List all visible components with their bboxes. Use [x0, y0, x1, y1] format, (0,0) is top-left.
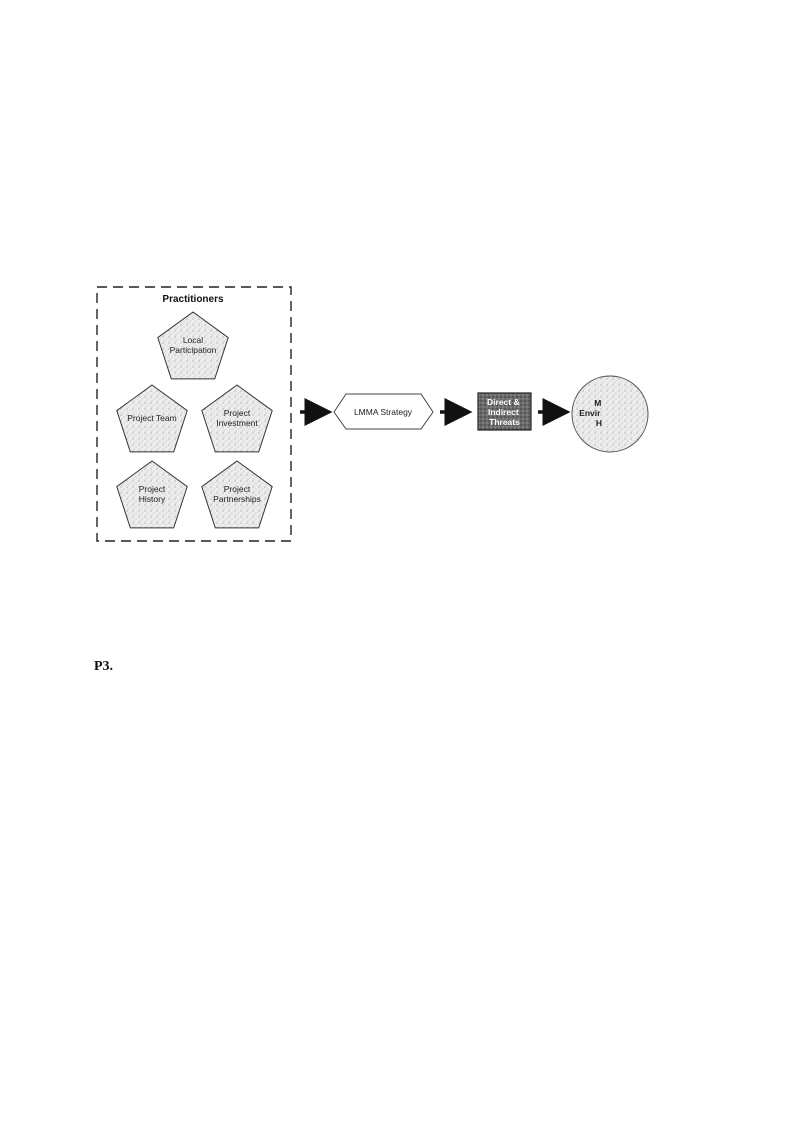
practitioners-group-box	[96, 286, 292, 542]
project-investment-pentagon	[201, 384, 273, 453]
project-team-pentagon	[116, 384, 188, 453]
lmma-strategy-node	[333, 393, 434, 430]
outcome-label: M Envir H	[579, 398, 604, 428]
threats-label: Direct & Indirect Threats	[487, 397, 522, 427]
lmma-strategy-label: LMMA Strategy	[354, 407, 413, 417]
threats-node	[477, 392, 532, 431]
project-history-pentagon	[116, 460, 188, 529]
project-partnerships-pentagon	[201, 460, 273, 529]
page-label: P3.	[94, 659, 114, 674]
local-participation-pentagon	[157, 311, 229, 380]
project-team-label: Project Team	[127, 413, 176, 423]
outcome-node	[571, 375, 649, 453]
practitioners-group-title: Practitioners	[162, 294, 224, 305]
